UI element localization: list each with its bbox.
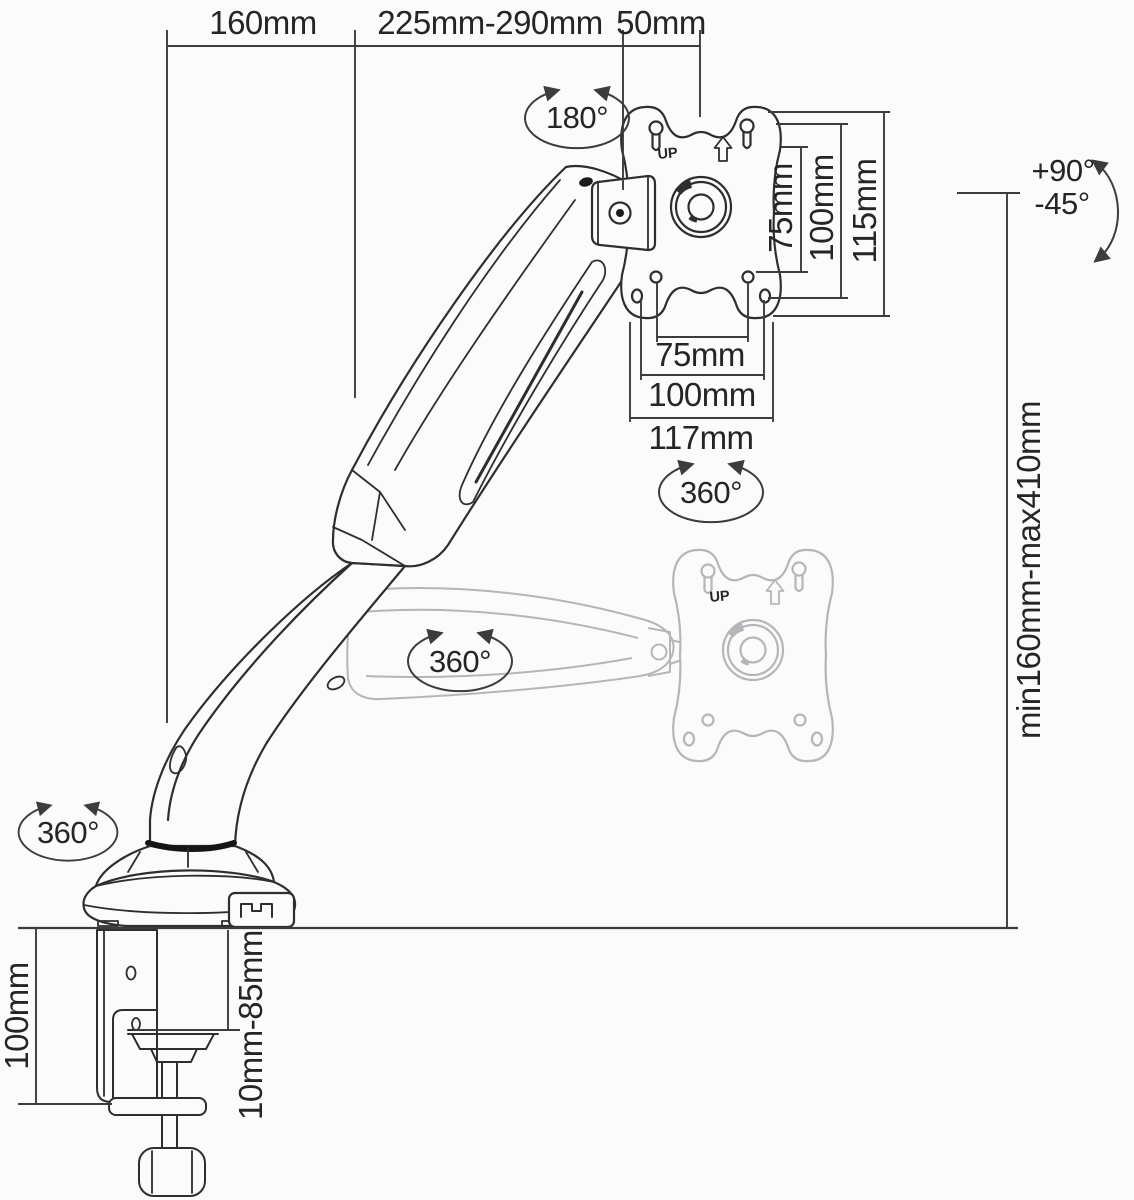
dimension-labels: 160mm 225mm-290mm 50mm 180° 360° 360° 36… <box>0 4 1095 1120</box>
arc-tilt-range <box>1091 159 1119 263</box>
ghost-arm-lowered-position <box>346 586 685 701</box>
label-swivel-180: 180° <box>546 100 608 135</box>
label-rotate-head-360: 360° <box>680 475 742 510</box>
cable-hook-detail <box>227 891 296 929</box>
tilt-head-bracket <box>590 174 657 252</box>
dim-label-top-mid: 225mm-290mm <box>377 4 603 41</box>
dim-label-vesa-v115: 115mm <box>846 158 883 263</box>
dimension-lines <box>18 30 1020 1105</box>
dim-label-vesa-v100: 100mm <box>803 154 840 262</box>
dim-label-vesa-h117: 117mm <box>648 419 753 456</box>
label-tilt-down: -45° <box>1034 186 1089 221</box>
arm-lower-column <box>145 561 407 852</box>
ghost-vesa-plate <box>673 550 833 761</box>
dim-label-clamp-height: 100mm <box>0 962 35 1070</box>
clamp-knob <box>138 1147 206 1197</box>
base-pedestal <box>82 844 297 929</box>
label-tilt-up: +90° <box>1032 153 1095 188</box>
label-rotate-base-360: 360° <box>37 815 99 850</box>
rotation-arcs <box>19 91 1119 861</box>
dim-label-top-right: 50mm <box>616 4 706 41</box>
dim-label-clamp-range: 10mm-85mm <box>232 930 269 1120</box>
label-rotate-arm-360: 360° <box>429 644 491 679</box>
dim-label-top-left: 160mm <box>209 4 317 41</box>
dim-label-vesa-h75: 75mm <box>655 336 745 373</box>
dim-label-vesa-h100: 100mm <box>648 376 756 413</box>
monitor-arm-drawing <box>82 165 646 1197</box>
desk-clamp <box>96 929 219 1197</box>
dim-label-vesa-v75: 75mm <box>762 163 799 253</box>
dim-label-height-range: min160mm-max410mm <box>1010 401 1047 739</box>
